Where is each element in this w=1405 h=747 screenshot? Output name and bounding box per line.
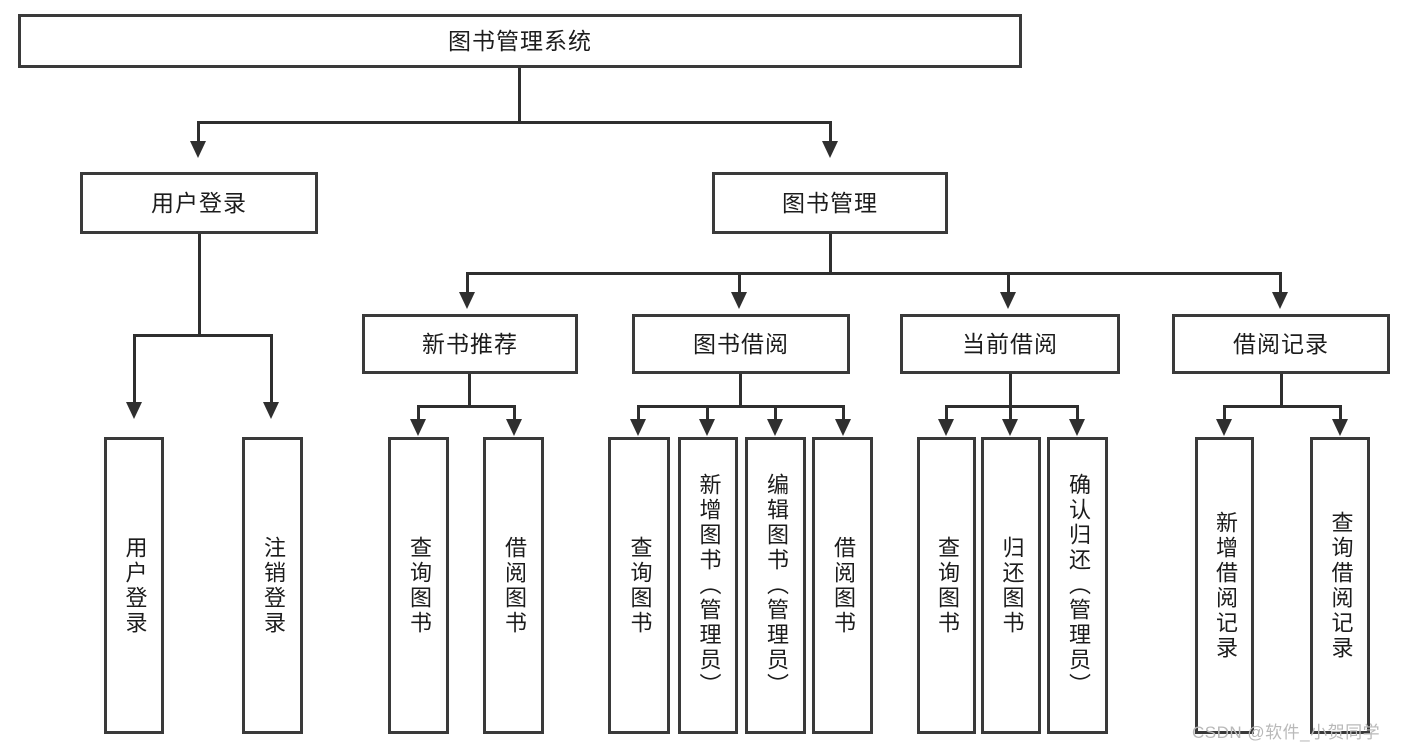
node-leaf-query-book-3-label: 查询图书 xyxy=(934,535,960,636)
watermark: CSDN @软件_小贺同学 xyxy=(1192,723,1381,742)
node-leaf-borrow-book-1-label: 借阅图书 xyxy=(501,535,527,636)
node-leaf-query-book-3[interactable]: 查询图书 xyxy=(917,437,976,734)
edge-br-to-leaf1 xyxy=(1223,405,1226,421)
node-leaf-logout[interactable]: 注销登录 xyxy=(242,437,303,734)
edge-bm-to-new-book-rec xyxy=(466,272,469,294)
arrow-to-leaf-confirm-return xyxy=(1069,419,1085,436)
edge-bb-to-leaf2 xyxy=(706,405,709,421)
arrow-to-leaf-query-book-2 xyxy=(630,419,646,436)
arrow-to-leaf-add-book xyxy=(699,419,715,436)
arrow-to-user-login xyxy=(190,141,206,158)
node-leaf-borrow-book-2[interactable]: 借阅图书 xyxy=(812,437,873,734)
arrow-to-leaf-query-book-1 xyxy=(410,419,426,436)
node-leaf-logout-label: 注销登录 xyxy=(260,535,286,636)
node-leaf-borrow-book-1[interactable]: 借阅图书 xyxy=(483,437,544,734)
node-leaf-user-login-label: 用户登录 xyxy=(122,535,148,636)
edge-br-to-leaf2 xyxy=(1339,405,1342,421)
arrow-to-leaf-borrow-book-2 xyxy=(835,419,851,436)
edge-root-to-user-login xyxy=(197,121,200,143)
edge-nbr-to-leaf1 xyxy=(417,405,420,421)
edge-bb-to-leaf3 xyxy=(774,405,777,421)
node-leaf-query-book-2[interactable]: 查询图书 xyxy=(608,437,670,734)
node-borrow-record-label: 借阅记录 xyxy=(1233,330,1329,357)
edge-bb-stem xyxy=(739,374,742,407)
edge-user-login-bar xyxy=(133,334,272,337)
arrow-to-book-manage xyxy=(822,141,838,158)
node-leaf-edit-book[interactable]: 编辑图书（管理员） xyxy=(745,437,806,734)
node-current-borrow[interactable]: 当前借阅 xyxy=(900,314,1120,374)
node-borrow-record[interactable]: 借阅记录 xyxy=(1172,314,1390,374)
node-leaf-query-record-label: 查询借阅记录 xyxy=(1328,510,1354,661)
edge-cb-stem xyxy=(1009,374,1012,407)
node-user-login-label: 用户登录 xyxy=(151,189,247,216)
node-leaf-confirm-return[interactable]: 确认归还（管理员） xyxy=(1047,437,1108,734)
edge-bm-to-current-borrow xyxy=(1007,272,1010,294)
node-leaf-add-book-label: 新增图书（管理员） xyxy=(696,473,722,698)
edge-bb-to-leaf4 xyxy=(842,405,845,421)
edge-root-bar xyxy=(197,121,831,124)
node-leaf-return-book-label: 归还图书 xyxy=(999,535,1025,636)
arrow-to-leaf-add-record xyxy=(1216,419,1232,436)
edge-bb-bar xyxy=(637,405,845,408)
node-leaf-user-login[interactable]: 用户登录 xyxy=(104,437,164,734)
edge-bm-to-book-borrow xyxy=(738,272,741,294)
node-book-manage-label: 图书管理 xyxy=(782,189,878,216)
edge-root-stem xyxy=(518,68,521,122)
arrow-to-leaf-logout xyxy=(263,402,279,419)
arrow-to-book-borrow xyxy=(731,292,747,309)
node-leaf-query-book-1-label: 查询图书 xyxy=(406,535,432,636)
arrow-to-current-borrow xyxy=(1000,292,1016,309)
edge-cb-to-leaf1 xyxy=(945,405,948,421)
edge-user-login-to-leaf1 xyxy=(133,334,136,404)
edge-cb-to-leaf2 xyxy=(1009,405,1012,421)
node-root[interactable]: 图书管理系统 xyxy=(18,14,1022,68)
node-leaf-add-book[interactable]: 新增图书（管理员） xyxy=(678,437,738,734)
arrow-to-borrow-record xyxy=(1272,292,1288,309)
edge-user-login-to-leaf2 xyxy=(270,334,273,404)
node-leaf-add-record[interactable]: 新增借阅记录 xyxy=(1195,437,1254,734)
node-new-book-rec-label: 新书推荐 xyxy=(422,330,518,357)
node-book-borrow-label: 图书借阅 xyxy=(693,330,789,357)
arrow-to-leaf-borrow-book-1 xyxy=(506,419,522,436)
edge-user-login-stem xyxy=(198,234,201,336)
node-leaf-query-record[interactable]: 查询借阅记录 xyxy=(1310,437,1370,734)
node-book-borrow[interactable]: 图书借阅 xyxy=(632,314,850,374)
node-leaf-confirm-return-label: 确认归还（管理员） xyxy=(1065,473,1091,698)
node-leaf-query-book-1[interactable]: 查询图书 xyxy=(388,437,449,734)
edge-root-to-book-manage xyxy=(829,121,832,143)
edge-cb-to-leaf3 xyxy=(1076,405,1079,421)
edge-br-bar xyxy=(1223,405,1341,408)
arrow-to-leaf-query-record xyxy=(1332,419,1348,436)
edge-nbr-to-leaf2 xyxy=(513,405,516,421)
node-leaf-query-book-2-label: 查询图书 xyxy=(627,535,653,636)
node-leaf-add-record-label: 新增借阅记录 xyxy=(1212,510,1238,661)
edge-nbr-stem xyxy=(468,374,471,407)
node-current-borrow-label: 当前借阅 xyxy=(962,330,1058,357)
node-new-book-rec[interactable]: 新书推荐 xyxy=(362,314,578,374)
arrow-to-new-book-rec xyxy=(459,292,475,309)
edge-bb-to-leaf1 xyxy=(637,405,640,421)
edge-br-stem xyxy=(1280,374,1283,407)
node-leaf-return-book[interactable]: 归还图书 xyxy=(981,437,1041,734)
node-leaf-edit-book-label: 编辑图书（管理员） xyxy=(763,473,789,698)
arrow-to-leaf-query-book-3 xyxy=(938,419,954,436)
edge-bm-to-borrow-record xyxy=(1279,272,1282,294)
arrow-to-leaf-edit-book xyxy=(767,419,783,436)
node-root-label: 图书管理系统 xyxy=(448,27,592,54)
node-user-login[interactable]: 用户登录 xyxy=(80,172,318,234)
edge-book-manage-bar xyxy=(466,272,1282,275)
edge-book-manage-stem xyxy=(829,234,832,274)
arrow-to-leaf-user-login xyxy=(126,402,142,419)
edge-nbr-bar xyxy=(417,405,516,408)
node-leaf-borrow-book-2-label: 借阅图书 xyxy=(830,535,856,636)
arrow-to-leaf-return-book xyxy=(1002,419,1018,436)
node-book-manage[interactable]: 图书管理 xyxy=(712,172,948,234)
